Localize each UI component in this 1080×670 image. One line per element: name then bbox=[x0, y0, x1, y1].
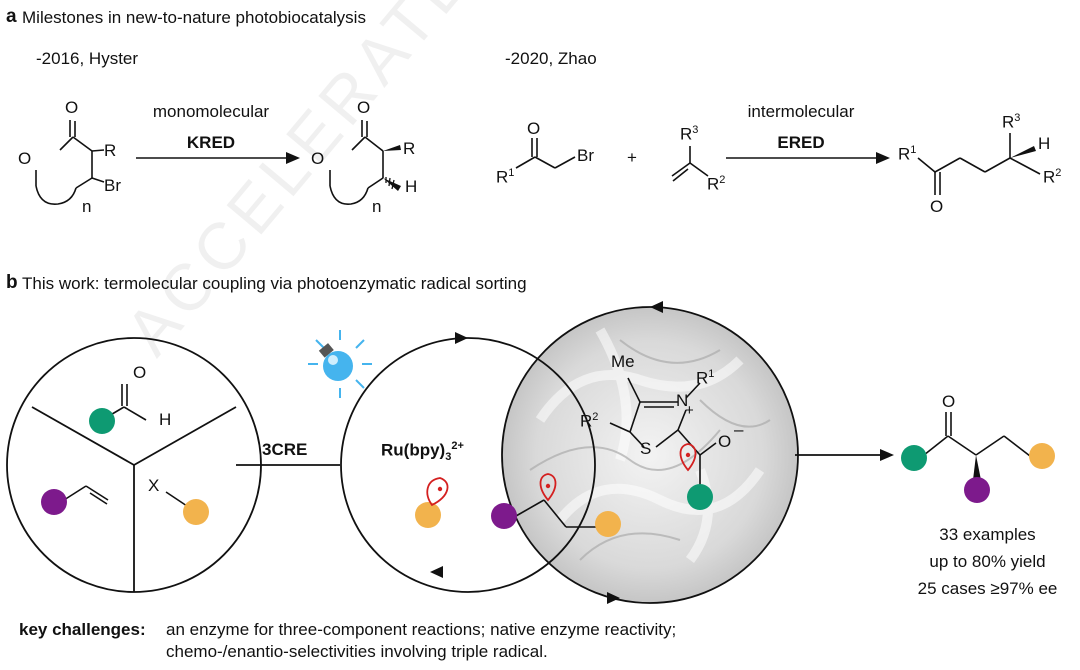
nhc-plus: + bbox=[685, 402, 694, 419]
hyster-sm-r: R bbox=[104, 141, 117, 160]
zhao-product-h: H bbox=[1038, 134, 1051, 153]
hyster-pr-r: R bbox=[403, 139, 416, 158]
zhao-label: -2020, Zhao bbox=[505, 49, 597, 68]
challenges-label: key challenges: bbox=[19, 620, 146, 639]
cycle-arrow-top-right-icon bbox=[650, 301, 663, 313]
zhao-ketone-br: Br bbox=[577, 146, 594, 165]
nhc-s: S bbox=[640, 439, 652, 458]
zhao-plus: + bbox=[627, 148, 637, 167]
pc-radical-icon bbox=[426, 477, 449, 507]
zhao-product-r2: R2 bbox=[1043, 167, 1062, 187]
orange-ball-icon bbox=[183, 499, 209, 525]
hyster-arrow-top-label: monomolecular bbox=[152, 102, 270, 121]
catalyst-label: Ru(bpy)32+ bbox=[381, 440, 464, 464]
challenges-line-2: chemo-/enantio-selectivities involving t… bbox=[166, 642, 548, 661]
panel-b-letter: b bbox=[6, 272, 18, 293]
halide-x: X bbox=[148, 476, 160, 495]
nhc-minus: – bbox=[734, 420, 744, 439]
zhao-product-r1: R1 bbox=[898, 144, 917, 164]
green-ball-icon bbox=[89, 408, 115, 434]
zhao-ketone-o: O bbox=[527, 119, 541, 138]
cycle-arrow-bottom-left-icon bbox=[430, 566, 443, 578]
panel-b-title: This work: termolecular coupling via pho… bbox=[22, 274, 527, 293]
zhao-alkene-r2: R2 bbox=[707, 174, 726, 194]
hyster-arrow-bottom-label: KRED bbox=[186, 133, 236, 152]
hyster-pr-o-carbonyl: O bbox=[357, 98, 371, 117]
zhao-arrow-bottom-label: ERED bbox=[777, 133, 825, 152]
cycle-arrow-bottom-right-icon bbox=[607, 592, 620, 604]
zhao-product-o: O bbox=[930, 197, 944, 216]
light-bulb-icon bbox=[308, 330, 372, 398]
nhc-r2: R2 bbox=[580, 411, 599, 431]
hyster-pr-n: n bbox=[372, 197, 382, 216]
hyster-sm-br: Br bbox=[104, 176, 121, 195]
product-bonds bbox=[923, 412, 1031, 457]
product-wedge bbox=[973, 455, 981, 480]
zhao-alkene-r3: R3 bbox=[680, 124, 699, 144]
zhao-ketone-r1: R1 bbox=[496, 167, 515, 187]
vinyl-bonds bbox=[63, 485, 109, 505]
product-purple-ball-icon bbox=[964, 477, 990, 503]
nhc-o: O bbox=[718, 432, 732, 451]
challenges-line-1: an enzyme for three-component reactions;… bbox=[166, 620, 677, 639]
purple-ball-icon bbox=[41, 489, 67, 515]
hyster-pr-h: H bbox=[405, 177, 418, 196]
zhao-product-r3: R3 bbox=[1002, 112, 1021, 132]
hyster-pr-o-ring: O bbox=[311, 149, 325, 168]
nhc-bonds bbox=[609, 377, 717, 485]
enzyme-circle bbox=[501, 306, 799, 604]
result-yield: up to 80% yield bbox=[929, 552, 1046, 571]
product-green-ball-icon bbox=[901, 445, 927, 471]
product-o: O bbox=[942, 392, 956, 411]
nhc-me: Me bbox=[611, 352, 635, 371]
chain-bonds bbox=[515, 499, 596, 528]
hyster-sm-o-carbonyl: O bbox=[65, 98, 79, 117]
hyster-sm-o-ring: O bbox=[18, 149, 32, 168]
zhao-arrow-top-label: intermolecular bbox=[747, 102, 855, 121]
result-examples: 33 examples bbox=[939, 525, 1036, 544]
panel-a-title: Milestones in new-to-nature photobiocata… bbox=[22, 8, 366, 27]
pc-orange-ball-icon bbox=[415, 502, 441, 528]
cycle-arrow-top-left-icon bbox=[455, 332, 468, 344]
chain-orange-ball-icon bbox=[595, 511, 621, 537]
hyster-label: -2016, Hyster bbox=[36, 49, 139, 68]
panel-a-letter: a bbox=[6, 6, 17, 27]
result-ee: 25 cases ≥97% ee bbox=[917, 579, 1058, 598]
product-orange-ball-icon bbox=[1029, 443, 1055, 469]
aldehyde-o: O bbox=[133, 363, 147, 382]
hyster-sm-n: n bbox=[82, 197, 92, 216]
nhc-r1: R1 bbox=[696, 368, 715, 388]
chain-radical-icon bbox=[539, 473, 557, 502]
arrow-label-3cre: 3CRE bbox=[262, 440, 308, 459]
aldehyde-h: H bbox=[159, 410, 172, 429]
nhc-green-ball-icon bbox=[687, 484, 713, 510]
radical-icon bbox=[679, 443, 697, 472]
nhc-n: N bbox=[676, 391, 689, 410]
chain-purple-ball-icon bbox=[491, 503, 517, 529]
